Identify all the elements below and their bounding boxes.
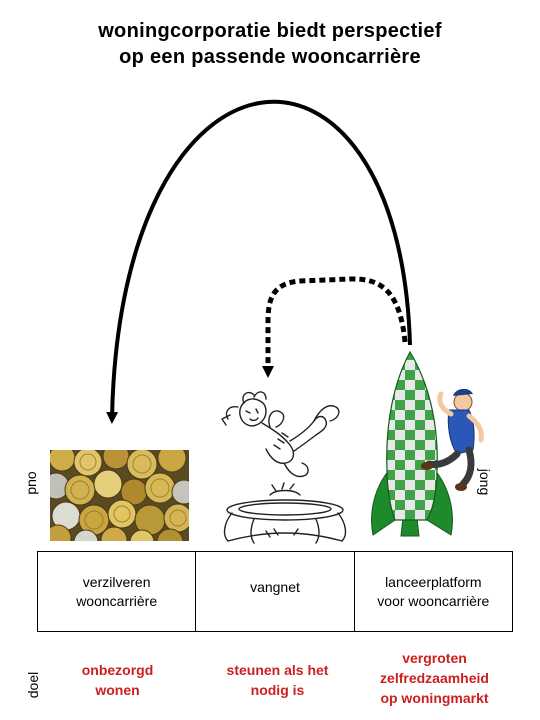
phase-cell-line: voor wooncarrière bbox=[377, 592, 490, 609]
phase-cell-safety-net: vangnet bbox=[195, 552, 353, 631]
trampoline-jumper-drawing bbox=[221, 391, 347, 544]
diagram-title: woningcorporatie biedt perspectief op ee… bbox=[0, 18, 540, 70]
side-label-goal: doel bbox=[25, 671, 42, 699]
phase-cell-line: vangnet bbox=[250, 579, 300, 595]
phase-cell-line: wooncarrière bbox=[76, 592, 158, 609]
phase-cell-launch-pad: lanceerplatform voor wooncarrière bbox=[353, 552, 512, 631]
goal-text-1: onbezorgd wonen bbox=[81, 662, 154, 698]
side-label-old: oud bbox=[25, 471, 42, 495]
goal-text-2: steunen als het nodig is bbox=[226, 662, 329, 698]
phase-cell-cash-out: verzilveren wooncarrière bbox=[38, 552, 195, 631]
title-line-1: woningcorporatie biedt perspectief bbox=[98, 20, 442, 42]
coins-image bbox=[50, 450, 189, 541]
title-line-2: op een passende wooncarrière bbox=[119, 46, 421, 68]
side-label-young: jong bbox=[477, 468, 494, 496]
phase-cell-line: verzilveren bbox=[82, 573, 151, 590]
dotted-arrow bbox=[262, 276, 408, 378]
goal-text-3: vergroten zelfredzaamheid op woningmarkt bbox=[380, 650, 489, 706]
rocket-with-person-image bbox=[371, 350, 484, 537]
phase-table: verzilveren wooncarrière vangnet lanceer… bbox=[37, 551, 513, 632]
big-arc-arrow bbox=[106, 99, 412, 424]
phase-cell-line: lanceerplatform bbox=[385, 573, 482, 590]
